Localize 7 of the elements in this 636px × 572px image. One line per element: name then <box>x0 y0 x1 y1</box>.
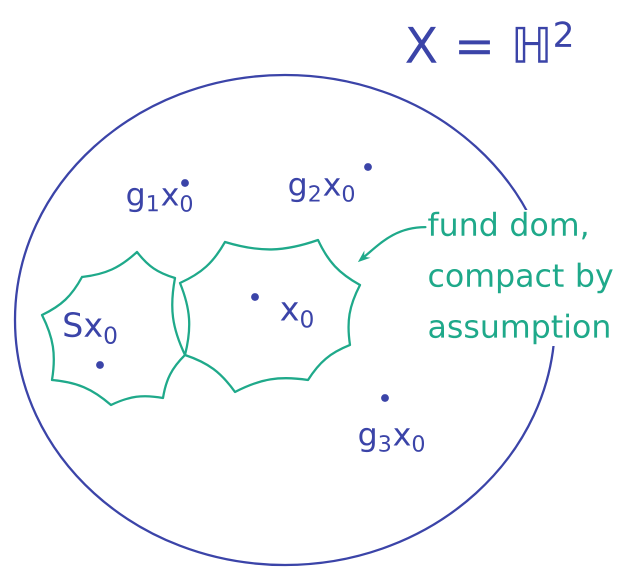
space-label: X = ℍ$^{2}$ <box>406 21 572 63</box>
domain-polygon: x$_{0}$ <box>178 238 362 394</box>
point-label: g$_{2}$x$_{0}$ <box>289 178 354 202</box>
point-label: g$_{3}$x$_{0}$ <box>359 428 424 452</box>
point-label: g$_{1}$x$_{0}$ <box>127 188 192 212</box>
annotation: fund dom, compact by assumption <box>426 210 634 346</box>
domain-polygon: Sx$_{0}$ <box>40 250 186 406</box>
